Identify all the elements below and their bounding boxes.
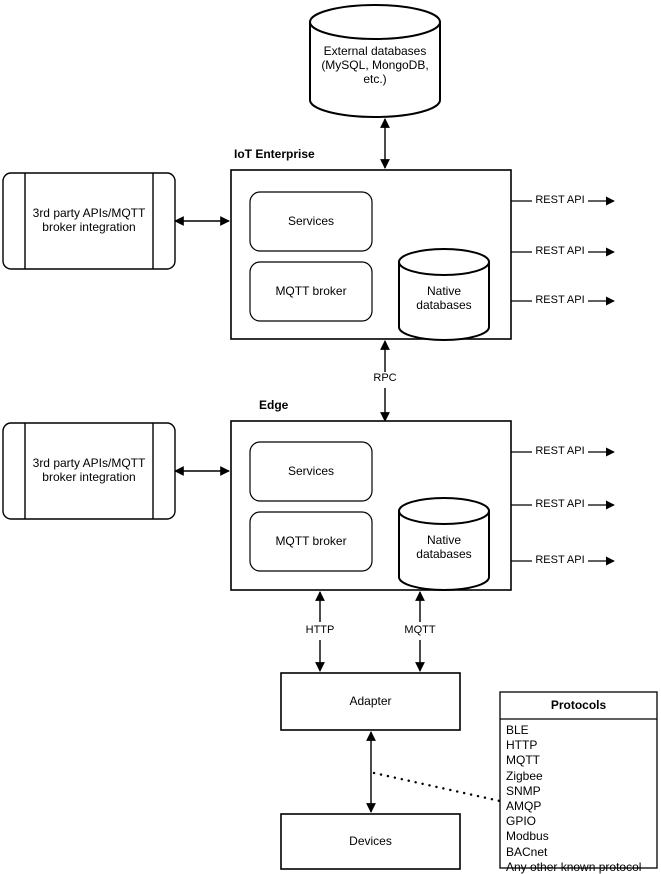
edge-rest-api-label-1: REST API — [532, 445, 588, 458]
enterprise-third-party-shape — [2, 172, 176, 270]
protocol-item: SNMP — [506, 783, 541, 798]
http-label: HTTP — [297, 624, 343, 637]
connector-protocols-dotted — [372, 771, 502, 803]
protocol-item: AMQP — [506, 799, 542, 814]
enterprise-rest-api-connectors — [511, 196, 615, 306]
protocol-item: MQTT — [506, 753, 540, 768]
protocol-item: BLE — [506, 723, 529, 737]
edge-rest-api-label-3: REST API — [532, 554, 588, 567]
protocol-item: BACnet — [506, 844, 548, 859]
protocol-item: GPIO — [506, 814, 537, 829]
devices-shape — [280, 813, 461, 870]
enterprise-rest-api-label-1: REST API — [532, 194, 588, 207]
protocols-panel-title: Protocols — [550, 698, 607, 712]
edge-rest-api-label-2: REST API — [532, 498, 588, 511]
external-databases-shape — [309, 4, 441, 118]
enterprise-services-shape — [249, 191, 373, 252]
protocol-item: Modbus — [506, 829, 549, 844]
edge-services-shape — [249, 441, 373, 502]
adapter-shape — [280, 672, 461, 731]
rpc-label: RPC — [362, 372, 408, 385]
enterprise-rest-api-label-2: REST API — [532, 245, 588, 258]
mqtt-label: MQTT — [397, 624, 443, 637]
enterprise-native-databases-shape — [398, 248, 490, 341]
protocols-panel-list: BLE HTTP MQTT Zigbee SNMP AMQP GPIO Modb… — [506, 723, 657, 874]
edge-native-databases-shape — [398, 497, 490, 591]
edge-container-title: Edge — [259, 398, 289, 412]
enterprise-rest-api-label-3: REST API — [532, 294, 588, 307]
protocol-item: Any other known protocol — [506, 859, 642, 874]
edge-third-party-shape — [2, 422, 176, 520]
enterprise-container-title: IoT Enterprise — [234, 147, 315, 161]
protocol-item: Zigbee — [506, 768, 543, 783]
protocols-panel-shape — [499, 691, 658, 869]
edge-mqtt-broker-shape — [249, 511, 373, 572]
edge-rest-api-connectors — [511, 447, 615, 566]
enterprise-mqtt-broker-shape — [249, 261, 373, 322]
protocol-item: HTTP — [506, 738, 538, 753]
